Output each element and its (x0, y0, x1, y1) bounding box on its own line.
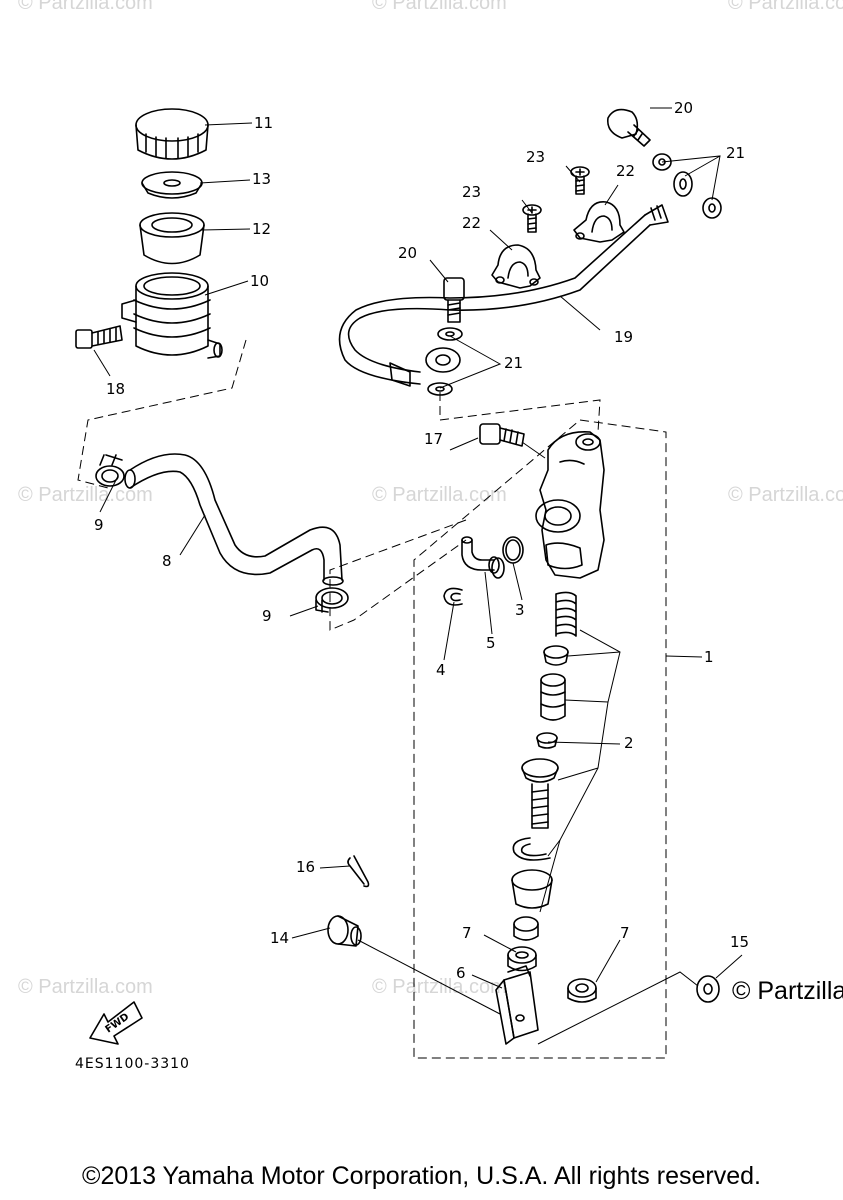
union-bolt (606, 108, 651, 147)
reservoir-hose (124, 453, 344, 586)
diaphragm-plate (141, 171, 203, 199)
clevis-pin (327, 915, 362, 947)
callout-23: 23 (462, 183, 481, 201)
piston-kit (511, 591, 577, 941)
callout-20: 20 (674, 99, 693, 117)
lock-nut (507, 946, 537, 972)
callout-7: 7 (620, 924, 630, 942)
callout-2: 2 (624, 734, 634, 752)
callout-7: 7 (462, 924, 472, 942)
callout-15: 15 (730, 933, 749, 951)
callout-6: 6 (456, 964, 466, 982)
reservoir-tank (121, 272, 223, 359)
watermark: © Partzilla.com (18, 484, 153, 506)
callout-9: 9 (262, 607, 272, 625)
circlip (443, 587, 463, 606)
drawing-code: 4ES1100-3310 (75, 1056, 190, 1072)
reservoir-cap (135, 108, 209, 160)
callout-12: 12 (252, 220, 271, 238)
callout-5: 5 (486, 634, 496, 652)
callouts: 1 2 3 4 5 6 7 7 8 9 9 10 11 12 13 14 15 … (94, 99, 749, 982)
watermark: © Partzilla.com (18, 0, 153, 14)
callout-18: 18 (106, 380, 125, 398)
assembly-boundary (77, 339, 667, 1059)
reservoir-bolt (75, 325, 123, 349)
master-cylinder-body (535, 431, 605, 579)
holder-screw (522, 204, 542, 233)
hose-clamp (315, 587, 349, 613)
mounting-bolt (479, 423, 525, 447)
watermark: © Partzilla.com (728, 0, 843, 14)
leader-lines (93, 107, 743, 1045)
callout-22: 22 (616, 162, 635, 180)
sealing-washer (702, 197, 722, 219)
callout-17: 17 (424, 430, 443, 448)
callout-13: 13 (252, 170, 271, 188)
hose-holder (573, 201, 625, 243)
callout-21: 21 (504, 354, 523, 372)
callout-1: 1 (704, 648, 714, 666)
callout-10: 10 (250, 272, 269, 290)
washer (696, 975, 720, 1003)
hose-clamp (95, 454, 125, 487)
watermark: © Partzilla.com (728, 484, 843, 506)
watermark: © Partzilla.com (18, 976, 153, 998)
hose-holder (491, 244, 541, 289)
cotter-pin (347, 855, 370, 888)
callout-3: 3 (515, 601, 525, 619)
callout-22: 22 (462, 214, 481, 232)
callout-16: 16 (296, 858, 315, 876)
hose-banjo-fitting (425, 171, 693, 373)
watermark: © Partzilla.com (372, 0, 507, 14)
callout-9: 9 (94, 516, 104, 534)
copyright-notice: ©2013 Yamaha Motor Corporation, U.S.A. A… (82, 1162, 761, 1190)
sealing-washer (437, 327, 463, 341)
watermark: © Partzilla.com (372, 976, 507, 998)
callout-4: 4 (436, 661, 446, 679)
callout-20: 20 (398, 244, 417, 262)
lock-nut (567, 978, 597, 1003)
union-bolt (443, 277, 465, 323)
watermark: © Partzilla.com (372, 484, 507, 506)
brake-rod-clevis (495, 965, 539, 1045)
callout-14: 14 (270, 929, 289, 947)
o-ring (502, 536, 524, 564)
diaphragm (139, 212, 205, 265)
hose-joint-elbow (461, 536, 505, 579)
callout-8: 8 (162, 552, 172, 570)
callout-19: 19 (614, 328, 633, 346)
callout-21: 21 (726, 144, 745, 162)
holder-screw (570, 166, 590, 195)
callout-23: 23 (526, 148, 545, 166)
callout-11: 11 (254, 114, 273, 132)
brake-hose (338, 204, 669, 387)
partzilla-logo: © Partzilla (732, 977, 843, 1005)
fwd-arrow-icon (89, 1001, 143, 1045)
